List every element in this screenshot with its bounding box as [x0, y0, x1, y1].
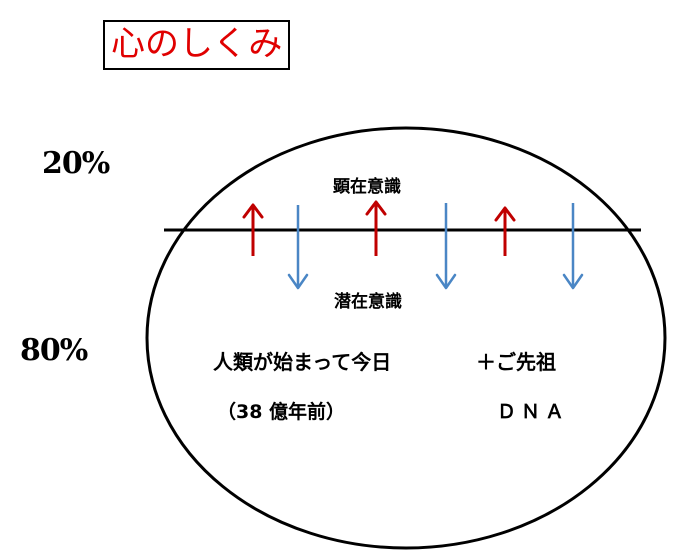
subconscious-label: 潜在意識	[334, 292, 402, 312]
up-arrow-3	[365, 200, 387, 256]
diagram-title: 心のしくみ	[103, 20, 291, 70]
down-arrow-2	[287, 205, 309, 290]
up-arrow-1	[242, 203, 264, 256]
subconscious-percentage: 80%	[20, 333, 88, 368]
mind-ellipse	[145, 126, 667, 550]
years-ago-text: （38 億年前）	[217, 401, 346, 423]
down-arrow-6	[562, 203, 584, 290]
up-arrow-5	[494, 206, 516, 256]
ancestors-text: ＋ご先祖	[476, 350, 556, 374]
conscious-percentage: 20%	[42, 146, 110, 181]
dna-text: ＤＮＡ	[497, 401, 570, 423]
arrow-group	[242, 200, 584, 290]
down-arrow-4	[435, 203, 457, 290]
conscious-label: 顕在意識	[333, 177, 401, 197]
human-history-text: 人類が始まって今日	[213, 350, 392, 374]
